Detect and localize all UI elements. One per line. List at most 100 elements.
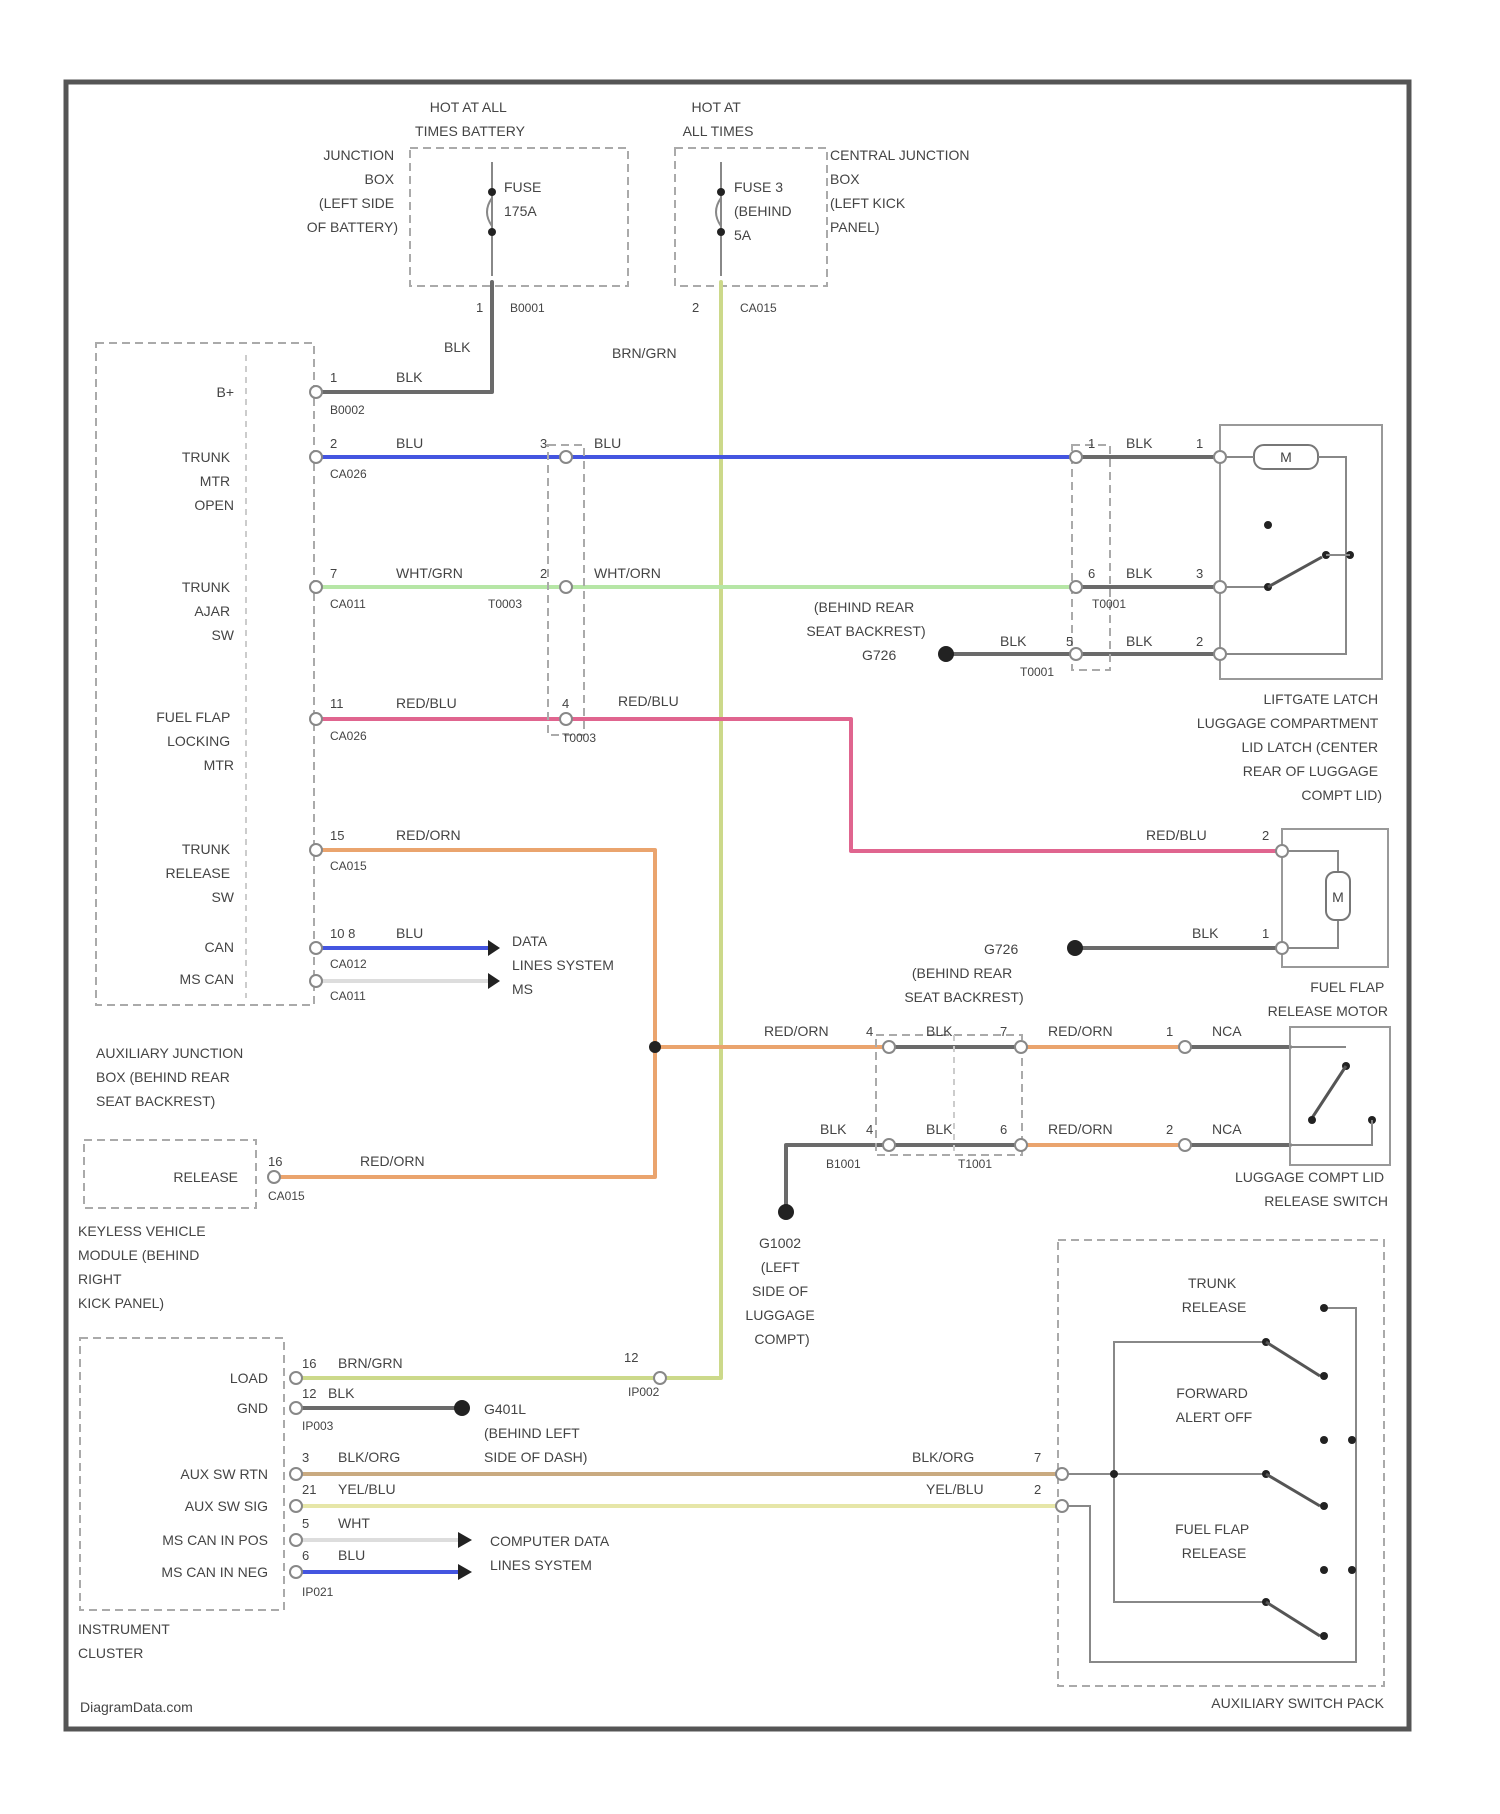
switch-trunk-release-icon: [1262, 1304, 1328, 1380]
fuel-flap-pin-bot: 1: [1262, 926, 1269, 941]
switch-r2-wire2: BLK: [926, 1121, 953, 1137]
switch-r2-conn1: B1001: [826, 1157, 861, 1171]
aux-junction-box-title: AUXILIARY JUNCTION BOX (BEHIND REAR SEAT…: [96, 1045, 247, 1109]
fuel-flap-title: FUEL FLAP RELEASE MOTOR: [1268, 979, 1388, 1019]
aux-label-trunk-mtr: TRUNK MTR OPEN: [182, 449, 234, 513]
cluster-conn-gnd: IP003: [302, 1419, 334, 1433]
keyless-conn: CA015: [268, 1189, 305, 1203]
fuel-flap-pin-top: 2: [1262, 828, 1269, 843]
latch-switch-icon: [1226, 521, 1354, 591]
cluster-label-ms-pos: MS CAN IN POS: [162, 1532, 268, 1548]
cluster-pin-3: 3: [302, 1450, 309, 1465]
fuel-flap-motor: M RED/BLU 2 BLK 1 G726 (BEHIND REAR SEAT…: [904, 827, 1388, 1019]
switch-pack-wire-b: YEL/BLU: [926, 1481, 984, 1497]
latch-ground-wire: BLK: [1000, 633, 1027, 649]
cluster-wire-gnd: BLK: [328, 1385, 355, 1401]
keyless-pin: 16: [268, 1154, 282, 1169]
cluster-title: INSTRUMENT CLUSTER: [78, 1621, 173, 1661]
latch-left-pin-5: 5: [1066, 634, 1073, 649]
ground-g1002-icon: [778, 1204, 794, 1220]
switch-pack-pin-a: 7: [1034, 1450, 1041, 1465]
switch-r1-pin3: 1: [1166, 1024, 1173, 1039]
cluster-load-splice-pin: 12: [624, 1350, 638, 1365]
switch-r1-wire2: BLK: [926, 1023, 953, 1039]
switch-r1-term: NCA: [1212, 1023, 1242, 1039]
splice-wht-wire: WHT/ORN: [594, 565, 661, 581]
luggage-release-switch: RED/ORN 4 BLK 7 RED/ORN 1 NCA BLK 4 B100…: [649, 1023, 1390, 1347]
switch-pack-internals: [1068, 1308, 1356, 1662]
hot-right-label: HOT AT ALL TIMES: [683, 99, 754, 139]
switch-fuel-flap-icon: [1262, 1566, 1356, 1640]
aux-wire-2: BLU: [396, 435, 423, 451]
liftgate-latch: 1 BLK 1 6 BLK 3 T0001 5 BLK 2 T0001 BLK …: [806, 425, 1382, 803]
fuel-flap-motor-label: M: [1332, 889, 1344, 905]
switch-r2-wire1: BLK: [820, 1121, 847, 1137]
cluster-label-ms-neg: MS CAN IN NEG: [161, 1564, 268, 1580]
aux-conn-11: CA026: [330, 729, 367, 743]
keyless-title: KEYLESS VEHICLE MODULE (BEHIND RIGHT KIC…: [78, 1223, 210, 1311]
fuse-right-connector: CA015: [740, 301, 777, 315]
switch-r2-conn2: T1001: [958, 1157, 992, 1171]
aux-wire-7: WHT/GRN: [396, 565, 463, 581]
latch-right-pin-3: 3: [1196, 566, 1203, 581]
switch-r2-pin2: 6: [1000, 1122, 1007, 1137]
keyless-vehicle-module: RELEASE 16 CA015 RED/ORN KEYLESS VEHICLE…: [78, 1140, 425, 1311]
aux-label-trunk-release: TRUNK RELEASE SW: [166, 841, 235, 905]
ground-g726-icon: [938, 646, 954, 662]
cluster-pin-6: 6: [302, 1548, 309, 1563]
latch-motor-icon: M: [1226, 445, 1346, 654]
switch-r2-pin3: 2: [1166, 1122, 1173, 1137]
switch-label-trunk-release: TRUNK RELEASE: [1182, 1275, 1247, 1315]
switch-r1-pin2: 7: [1000, 1024, 1007, 1039]
splice-redblu-conn: T0003: [562, 731, 596, 745]
aux-conn-ms-can: CA011: [330, 989, 366, 1003]
computer-data-arrows: [458, 1532, 472, 1580]
aux-label-bplus: B+: [216, 384, 234, 400]
hot-left-label: HOT AT ALL TIMES BATTERY: [415, 99, 526, 139]
latch-right-pin-2: 2: [1196, 634, 1203, 649]
data-lines-arrows: [488, 940, 500, 989]
aux-pin-markers: [310, 386, 322, 987]
computer-data-label: COMPUTER DATA LINES SYSTEM: [490, 1533, 612, 1573]
cluster-wire-ms-pos: WHT: [338, 1515, 370, 1531]
wire-brn-grn: [296, 282, 721, 1378]
aux-conn-15: CA015: [330, 859, 367, 873]
aux-pin-15: 15: [330, 828, 344, 843]
splice-redblu-pin: 4: [562, 696, 569, 711]
data-lines-label: DATA LINES SYSTEM MS: [512, 933, 618, 997]
release-switch-icon: [1290, 1047, 1376, 1145]
latch-ground-label: (BEHIND REAR SEAT BACKREST): [806, 599, 925, 639]
wire-red-orn-trunk-release: [280, 850, 655, 1177]
latch-conn-2: T0001: [1020, 665, 1054, 679]
brn-grn-wire-label: BRN/GRN: [612, 345, 677, 361]
ground-g401l-icon: [454, 1400, 470, 1416]
switch-label-forward-alert: FORWARD ALERT OFF: [1176, 1385, 1253, 1425]
latch-left-pin-1: 1: [1088, 436, 1095, 451]
cluster-wire-aux-sig: YEL/BLU: [338, 1481, 396, 1497]
latch-wire-3: BLK: [1126, 633, 1153, 649]
latch-right-pin-1: 1: [1196, 436, 1203, 451]
top-power-section: HOT AT ALL TIMES BATTERY HOT AT ALL TIME…: [307, 99, 974, 361]
cluster-load-splice-conn: IP002: [628, 1385, 660, 1399]
switch-pack-pin-b: 2: [1034, 1482, 1041, 1497]
fuel-flap-ground-label: (BEHIND REAR SEAT BACKREST): [904, 965, 1023, 1005]
aux-conn-7: CA011: [330, 597, 366, 611]
fuse-175a-icon: [487, 162, 496, 276]
liftgate-title: LIFTGATE LATCH LUGGAGE COMPARTMENT LID L…: [1197, 691, 1382, 803]
aux-wire-11: RED/BLU: [396, 695, 457, 711]
watermark-text: DiagramData.com: [80, 1699, 193, 1715]
aux-conn-2: CA026: [330, 467, 367, 481]
aux-pin-can: 10 8: [330, 926, 355, 941]
cluster-label-aux-rtn: AUX SW RTN: [180, 1466, 268, 1482]
fuse-left-pin: 1: [476, 300, 483, 315]
latch-ground-id: G726: [862, 647, 896, 663]
fuse-5a-label: FUSE 3 (BEHIND 5A: [734, 179, 795, 243]
aux-label-can: CAN: [204, 939, 234, 955]
cluster-pin-markers: [290, 1372, 302, 1578]
latch-wire-1: BLK: [1126, 435, 1153, 451]
cluster-wire-load: BRN/GRN: [338, 1355, 403, 1371]
switch-r1-pin1: 4: [866, 1024, 873, 1039]
aux-wire-can: BLU: [396, 925, 423, 941]
splice-wht-pin: 2: [540, 566, 547, 581]
